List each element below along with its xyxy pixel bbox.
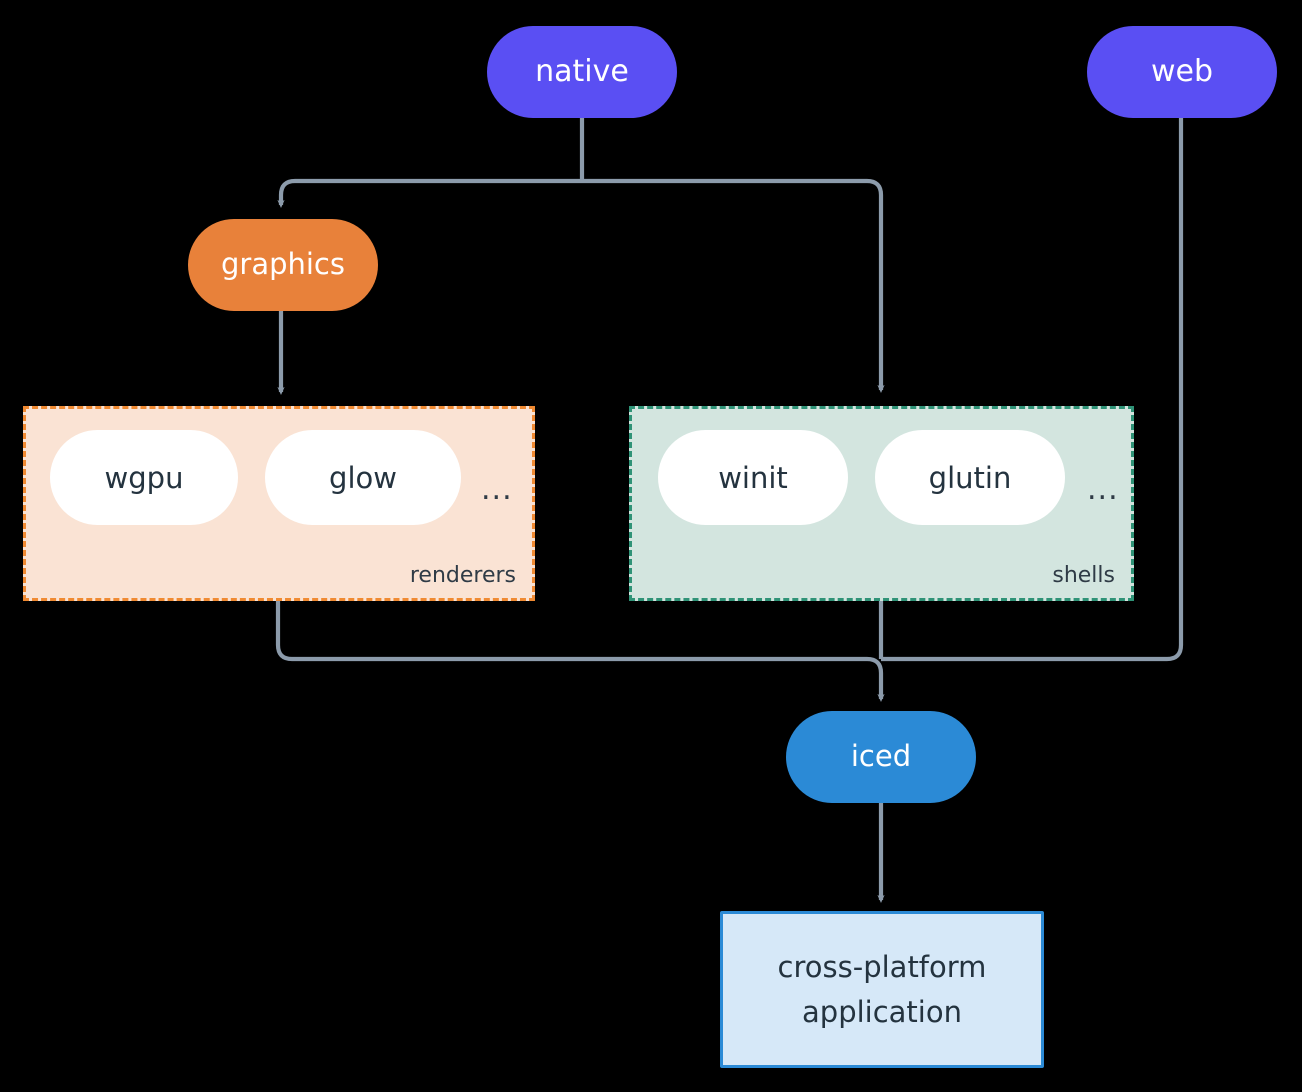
- group-shells: winit glutin ... shells: [629, 406, 1134, 601]
- leaf-pill-wgpu-label: wgpu: [104, 460, 184, 495]
- node-web-label: web: [1150, 53, 1214, 89]
- node-graphics[interactable]: graphics: [188, 219, 378, 311]
- shells-overflow-ellipsis: ...: [1087, 472, 1119, 507]
- leaf-pill-winit-label: winit: [718, 460, 788, 495]
- node-native[interactable]: native: [487, 26, 677, 118]
- edge-renderers-to-iced: [275, 601, 885, 703]
- node-web[interactable]: web: [1087, 26, 1277, 118]
- node-application-line1: cross-platform: [777, 949, 987, 984]
- node-iced[interactable]: iced: [786, 711, 976, 803]
- leaf-pill-glow-label: glow: [329, 460, 397, 495]
- node-graphics-label: graphics: [220, 247, 345, 282]
- node-application-line2: application: [802, 994, 962, 1029]
- node-iced-label: iced: [850, 739, 912, 774]
- leaf-pill-glow[interactable]: glow: [265, 430, 461, 525]
- group-shells-label: shells: [1052, 563, 1115, 588]
- edge-native-to-graphics: [277, 178, 582, 209]
- leaf-pill-glutin-label: glutin: [928, 460, 1012, 495]
- renderers-overflow-ellipsis: ...: [481, 472, 513, 507]
- leaf-pill-winit[interactable]: winit: [658, 430, 848, 525]
- group-renderers: wgpu glow ... renderers: [23, 406, 535, 601]
- node-application[interactable]: cross-platform application: [720, 911, 1044, 1068]
- leaf-pill-glutin[interactable]: glutin: [875, 430, 1065, 525]
- leaf-pill-wgpu[interactable]: wgpu: [50, 430, 238, 525]
- edge-native-to-shells: [582, 178, 885, 394]
- group-renderers-label: renderers: [409, 563, 516, 588]
- node-native-label: native: [535, 53, 629, 89]
